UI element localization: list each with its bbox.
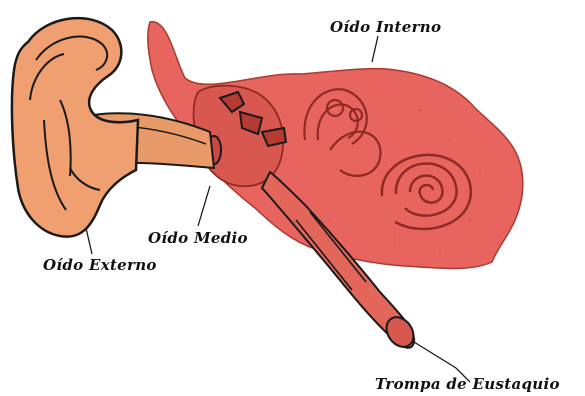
label-outer-ear: Oído Externo [43, 256, 157, 274]
label-eustachian-tube: Trompa de Eustaquio [375, 375, 560, 393]
outer-ear-pinna [12, 18, 138, 237]
label-middle-ear: Oído Medio [148, 229, 248, 247]
label-inner-ear: Oído Interno [330, 18, 441, 36]
